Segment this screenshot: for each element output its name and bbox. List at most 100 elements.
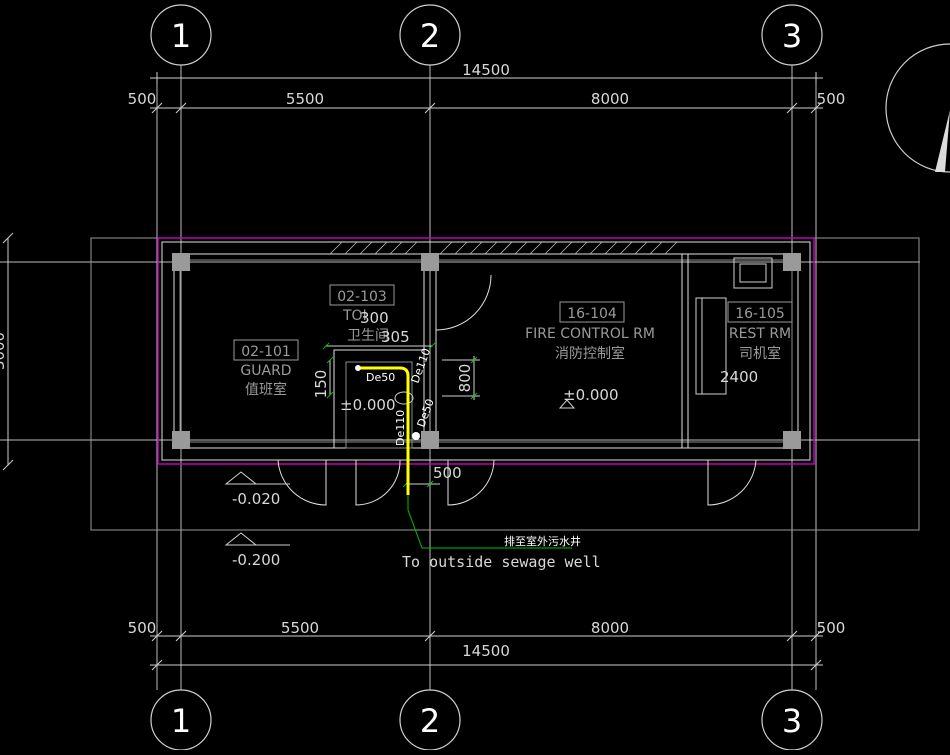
building-boundary: [157, 237, 815, 465]
tick: [151, 102, 163, 114]
tick: [428, 342, 436, 350]
room-name-toilet-cn: 卫生间: [347, 328, 389, 344]
notes: 排至室外污水井 To outside sewage well: [402, 534, 601, 571]
room-name-toilet-en: TOI: [342, 308, 367, 324]
dim-500: 500: [433, 464, 462, 482]
inner-finish-line: [179, 259, 793, 443]
dim-bay1-top: 5500: [286, 90, 324, 108]
room-code-toilet: 02-103: [337, 289, 387, 305]
door-toilet: [355, 459, 401, 506]
toilet-bowl-icon: [394, 391, 414, 405]
grid-lines: [0, 62, 920, 690]
furniture-box-inner: [739, 263, 767, 283]
column: [783, 253, 801, 271]
axis-bubble-top-3: [761, 4, 823, 66]
dimensions-top: 14500 500 5500 8000 500: [128, 61, 846, 114]
room-guard: 02-101 GUARD 值班室: [233, 339, 299, 398]
axis-bubble-top-2: [399, 4, 461, 66]
tick: [810, 102, 822, 114]
pipe-label-de50-b: De50: [415, 397, 437, 429]
room-rest: 16-105 REST RM 司机室: [727, 301, 793, 362]
furniture-box-icon: [733, 257, 773, 289]
axis-label-top-1: 1: [171, 17, 191, 55]
room-code-box: [329, 284, 395, 306]
dim-total-bottom: 14500: [462, 642, 510, 660]
tick: [786, 102, 798, 114]
room-fire-control: 16-104 FIRE CONTROL RM 消防控制室: [525, 301, 655, 362]
outer-wall-inner: [173, 253, 799, 449]
levels: ±0.000 ±0.000 -0.020 -0.200: [224, 386, 619, 569]
level-guard: ±0.000: [340, 396, 396, 414]
north-arrow-pointer: [935, 110, 950, 172]
slab-outline: [90, 237, 920, 531]
tick: [810, 630, 822, 642]
axis-bubble-top-1: [150, 4, 212, 66]
dim-bay2-bottom: 8000: [591, 619, 629, 637]
tick: [2, 232, 14, 244]
tick: [326, 391, 334, 399]
tick: [151, 630, 163, 642]
level-mark-icon: [224, 471, 258, 485]
door-guard: [276, 459, 327, 506]
tick: [810, 659, 822, 671]
room-name-fire-control-en: FIRE CONTROL RM: [525, 326, 655, 342]
column: [172, 431, 190, 449]
level-outside-1: -0.020: [232, 490, 280, 508]
toilet-inner: [345, 361, 413, 449]
axis-label-bottom-3: 3: [782, 702, 802, 740]
axis-label-bottom-1: 1: [171, 702, 191, 740]
dim-total-top: 14500: [462, 61, 510, 79]
tick: [470, 356, 478, 364]
dim-toilet-300: 300: [360, 309, 389, 327]
dim-150: 150: [312, 370, 330, 399]
dim-bay1-bottom: 5500: [281, 619, 319, 637]
drain-pipe: [358, 366, 410, 495]
dim-right-margin-top: 500: [817, 90, 846, 108]
door-rest: [707, 459, 757, 506]
columns: [172, 253, 801, 449]
dim-2400: 2400: [720, 368, 758, 386]
outer-wall-outer: [161, 241, 811, 461]
column: [783, 431, 801, 449]
bed-icon: [695, 297, 727, 395]
tick: [175, 630, 187, 642]
drain-point: [355, 365, 361, 371]
room-toilet: 02-103 TOI 卫生间: [329, 284, 395, 344]
room-name-guard-en: GUARD: [240, 363, 291, 379]
door-fire-control-top: [435, 274, 492, 331]
level-outside-2: -0.200: [232, 551, 280, 569]
terrace-outline: [90, 237, 920, 531]
tick: [424, 102, 436, 114]
dim-left-margin-top: 500: [128, 90, 157, 108]
walls: [161, 241, 811, 461]
room-name-fire-control-cn: 消防控制室: [555, 345, 625, 362]
wall-hatch-top: [329, 241, 678, 255]
room-code-box: [727, 301, 793, 323]
axis-label-bottom-2: 2: [420, 702, 440, 740]
dim-800: 800: [456, 364, 474, 393]
axis-bubbles-bottom: 1 2 3: [150, 689, 823, 751]
tick: [175, 102, 187, 114]
pipe-label-de50-a: De50: [366, 371, 395, 384]
axis-label-top-3: 3: [782, 17, 802, 55]
doors: [276, 274, 757, 506]
leader-line: [407, 509, 572, 549]
room-code-guard: 02-101: [241, 344, 291, 360]
level-mark: [558, 399, 576, 409]
interior-dimensions: 300 305 150 800 500 2400: [312, 309, 758, 488]
dim-left-margin-bottom: 500: [128, 619, 157, 637]
column: [172, 253, 190, 271]
note-cn: 排至室外污水井: [504, 534, 581, 548]
north-arrow: [885, 43, 950, 173]
tick: [424, 630, 436, 642]
axis-label-top-2: 2: [420, 17, 440, 55]
tick: [326, 356, 334, 364]
level-mark-icon: [224, 532, 258, 546]
room-code-rest: 16-105: [735, 306, 785, 322]
note-en: To outside sewage well: [402, 553, 601, 571]
column: [421, 431, 439, 449]
tick: [426, 480, 434, 488]
toilet-fixture: [394, 391, 414, 405]
